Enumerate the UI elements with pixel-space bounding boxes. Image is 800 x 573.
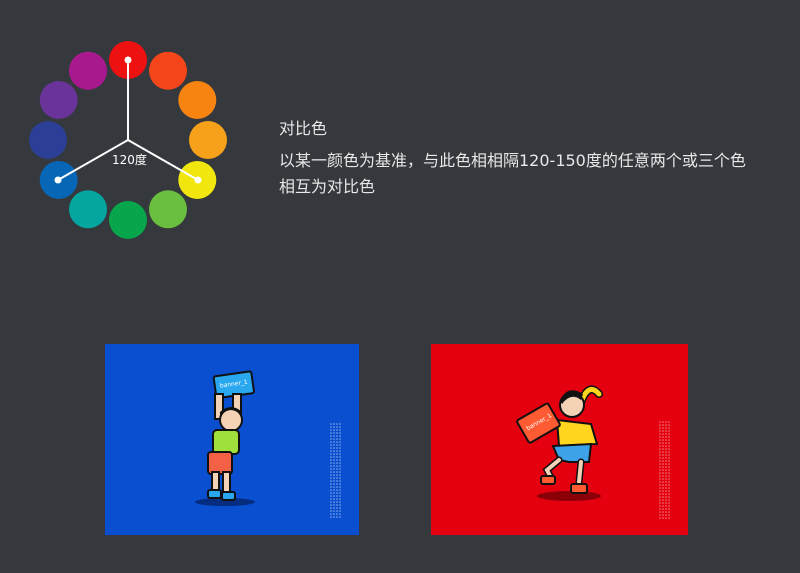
color-swatch-9	[29, 121, 67, 159]
angle-line-right	[127, 139, 199, 181]
color-swatch-6	[109, 201, 147, 239]
line-endpoint-right	[194, 176, 202, 184]
color-swatch-7	[69, 190, 107, 229]
color-swatch-5	[149, 190, 187, 229]
example-blue-banner: banner_1	[105, 344, 359, 535]
color-wheel	[29, 41, 227, 239]
color-swatch-11	[69, 51, 107, 90]
character-shoe-right	[221, 491, 236, 501]
character-arm-left	[214, 393, 224, 420]
character-leg-right	[222, 471, 231, 493]
color-swatch-1	[149, 51, 187, 90]
character-hair	[220, 407, 242, 416]
character-shorts	[207, 451, 233, 475]
character-hair	[560, 390, 583, 404]
angle-label: 120度	[112, 153, 147, 167]
color-swatch-3	[189, 121, 227, 159]
banner-sign	[516, 402, 561, 444]
character-shoe-left	[207, 489, 222, 499]
character-shirt	[555, 418, 599, 448]
banner-sign-text: banner_1	[219, 379, 248, 390]
character-shoe-left	[540, 475, 556, 485]
character-shirt	[212, 429, 240, 455]
section-title: 对比色	[279, 119, 328, 138]
color-swatch-2	[178, 81, 217, 119]
section-description: 以某一颜色为基准，与此色相相隔120-150度的任意两个或三个色相互为对比色	[279, 151, 746, 196]
angle-line-left	[57, 139, 129, 181]
character-shadow	[195, 498, 255, 506]
blue-banner-illustration: banner_1	[195, 370, 341, 518]
line-endpoint-top	[124, 56, 132, 64]
character-shoe-right	[570, 483, 588, 494]
color-swatch-10	[39, 81, 78, 119]
angle-lines	[57, 60, 199, 181]
line-endpoint-left	[54, 176, 62, 184]
character-leg-right	[577, 460, 583, 484]
character-shadow	[537, 491, 601, 501]
red-banner-illustration: banner_1	[516, 385, 670, 519]
example-red-banner: banner_1	[431, 344, 688, 535]
dot-pattern	[659, 421, 670, 519]
dot-pattern	[330, 423, 341, 518]
